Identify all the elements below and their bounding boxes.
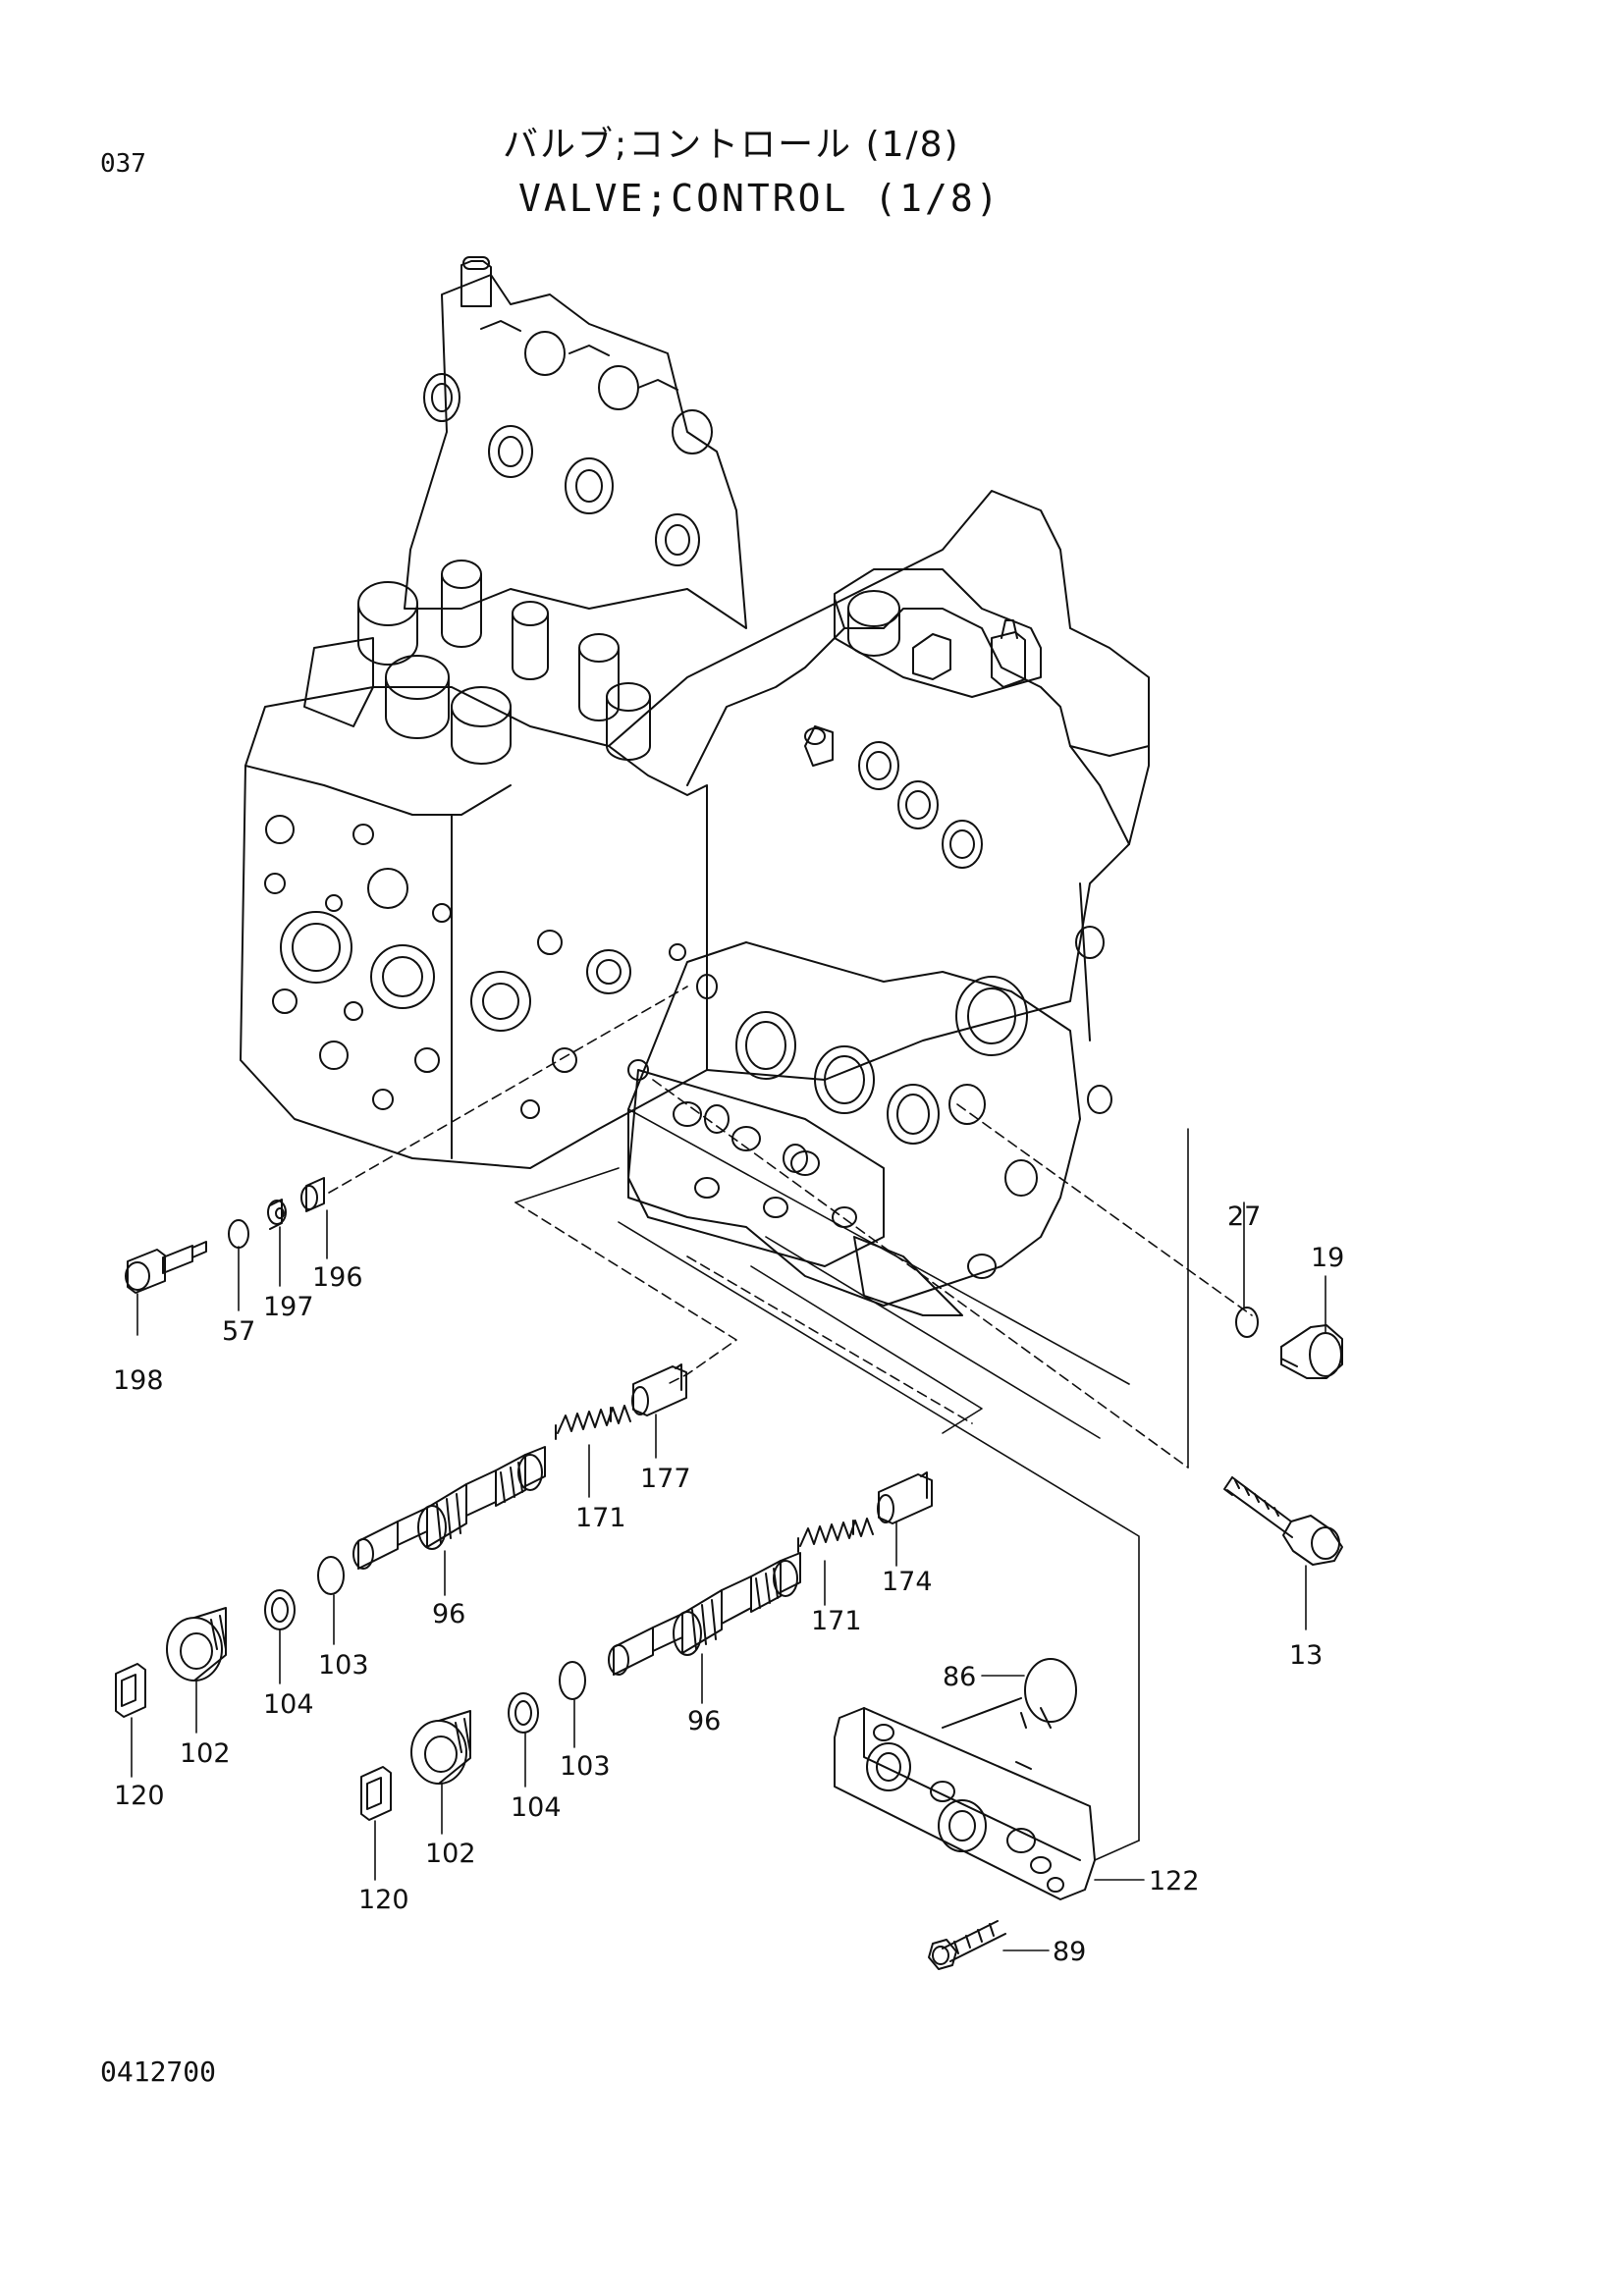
callout-120-upper: 120 bbox=[114, 1781, 165, 1811]
callout-86: 86 bbox=[943, 1662, 976, 1692]
part-197 bbox=[267, 1199, 287, 1230]
callout-171-upper: 171 bbox=[575, 1503, 626, 1533]
callout-96-lower: 96 bbox=[687, 1706, 721, 1736]
callout-122: 122 bbox=[1149, 1866, 1200, 1896]
o-ring-27 bbox=[1235, 1307, 1259, 1338]
callout-177: 177 bbox=[640, 1464, 691, 1494]
callout-102-lower: 102 bbox=[425, 1839, 476, 1869]
document-code: 0412700 bbox=[100, 2056, 217, 2088]
title-english: VALVE;CONTROL (1/8) bbox=[518, 177, 1001, 220]
spool-96b bbox=[608, 1552, 801, 1676]
callout-19: 19 bbox=[1311, 1243, 1344, 1273]
plug-198 bbox=[125, 1241, 207, 1294]
callout-89: 89 bbox=[1053, 1937, 1086, 1967]
part-196 bbox=[300, 1177, 325, 1212]
washer-104b bbox=[508, 1692, 539, 1734]
cap-177 bbox=[631, 1363, 687, 1416]
bolt-89 bbox=[928, 1920, 1006, 1970]
spring-171a bbox=[555, 1405, 631, 1440]
callout-103-upper: 103 bbox=[318, 1650, 369, 1681]
callout-171-lower: 171 bbox=[811, 1606, 862, 1636]
o-ring-86 bbox=[1024, 1658, 1077, 1723]
callout-198: 198 bbox=[113, 1365, 164, 1396]
o-ring-103b bbox=[559, 1661, 586, 1700]
callout-104-lower: 104 bbox=[511, 1792, 562, 1823]
spool-96a bbox=[352, 1446, 546, 1570]
cap-102a bbox=[166, 1607, 227, 1682]
callout-120-lower: 120 bbox=[358, 1885, 409, 1915]
callout-57: 57 bbox=[222, 1316, 255, 1347]
callout-174: 174 bbox=[882, 1567, 933, 1597]
plug-19 bbox=[1280, 1324, 1343, 1379]
callout-196: 196 bbox=[312, 1262, 363, 1293]
callout-labels: 27 19 196 197 57 198 177 171 171 174 96 … bbox=[113, 1201, 1344, 1967]
callout-197: 197 bbox=[263, 1292, 314, 1322]
plate-120b bbox=[360, 1766, 392, 1821]
callout-13: 13 bbox=[1289, 1640, 1323, 1671]
callout-96-upper: 96 bbox=[432, 1599, 465, 1629]
callout-27: 27 bbox=[1227, 1201, 1261, 1232]
title-japanese: バルブ;コントロール (1/8) bbox=[503, 125, 960, 165]
bolt-13 bbox=[1223, 1476, 1343, 1566]
cap-102b bbox=[410, 1710, 471, 1785]
callout-leaders bbox=[131, 1201, 1326, 1951]
cover-122 bbox=[834, 1697, 1096, 1900]
callout-103-lower: 103 bbox=[560, 1751, 611, 1782]
callout-102-upper: 102 bbox=[180, 1738, 231, 1769]
callout-104-upper: 104 bbox=[263, 1689, 314, 1720]
spring-171b bbox=[797, 1518, 874, 1553]
washer-104a bbox=[264, 1589, 296, 1630]
cap-174 bbox=[877, 1471, 933, 1524]
control-valve-body bbox=[240, 256, 1150, 1316]
page-number: 037 bbox=[100, 149, 146, 179]
o-ring-103a bbox=[317, 1556, 345, 1595]
o-ring-57 bbox=[228, 1219, 249, 1249]
plate-120a bbox=[115, 1663, 146, 1718]
assembly-lines bbox=[328, 986, 1253, 1861]
